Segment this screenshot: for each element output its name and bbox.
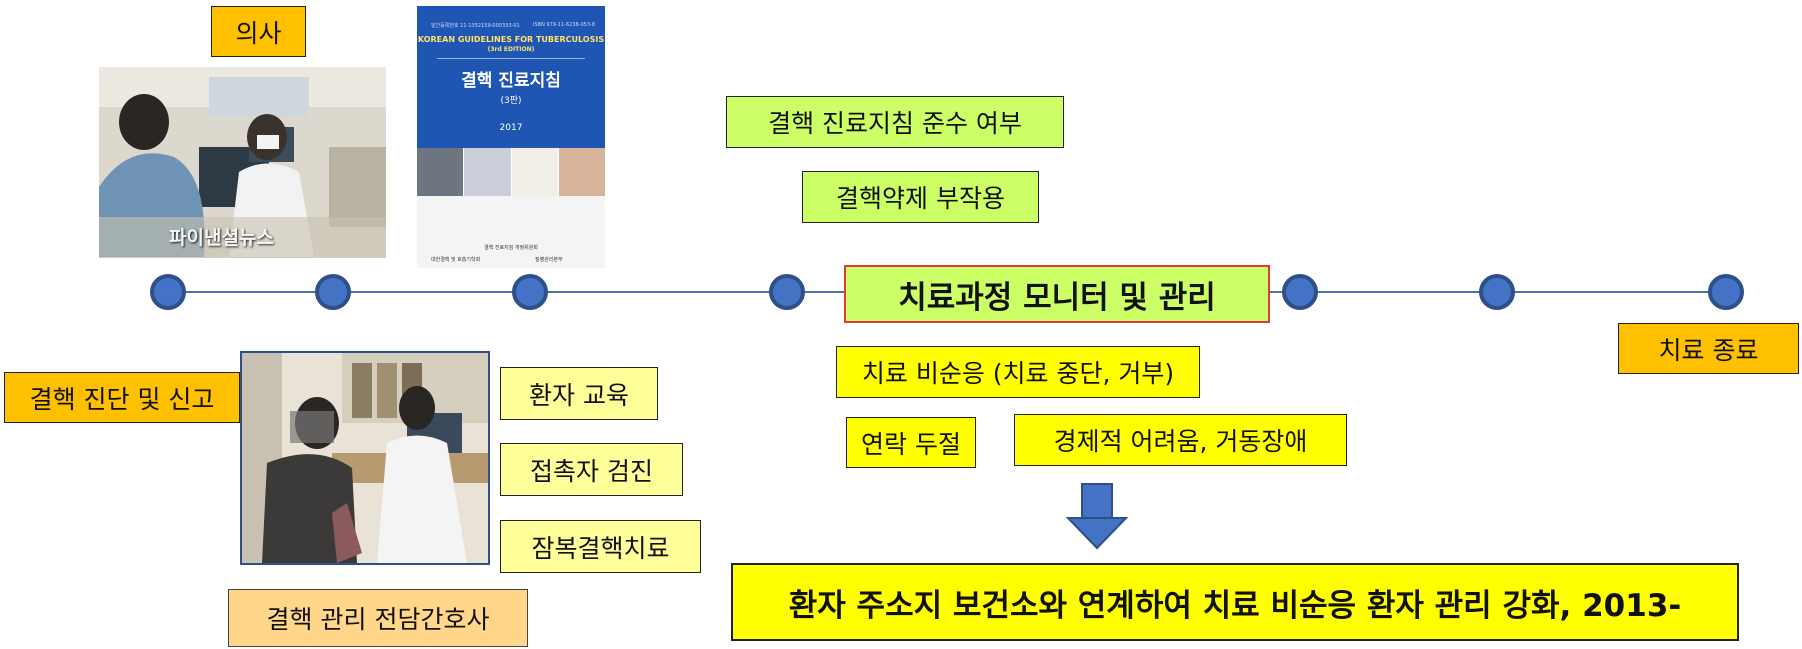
strengthened-management-label: 환자 주소지 보건소와 연계하여 치료 비순응 환자 관리 강화, 2013- (731, 563, 1739, 641)
book-series-code: 발간등록번호 11-1352159-000333-01 (431, 23, 520, 29)
photo-caption: 파이낸셜뉴스 (169, 227, 274, 249)
doctor-photo: 파이낸셜뉴스 (99, 67, 386, 258)
timeline-node-4 (769, 274, 805, 310)
treatment-end-label: 치료 종료 (1618, 323, 1799, 374)
drug-side-effects-label: 결핵약제 부작용 (802, 171, 1039, 223)
tb-diagnosis-report-label: 결핵 진단 및 신고 (4, 372, 240, 423)
book-org2: 질병관리본부 (535, 257, 563, 263)
doctor-label: 의사 (211, 6, 306, 57)
nurse-photo (240, 351, 490, 565)
timeline-node-1 (150, 274, 186, 310)
book-title-en: KOREAN GUIDELINES FOR TUBERCULOSIS (417, 35, 605, 44)
latent-tb-treatment-label: 잠복결핵치료 (500, 520, 701, 573)
lost-contact-label: 연락 두절 (846, 417, 976, 468)
nonadherence-label: 치료 비순응 (치료 중단, 거부) (836, 346, 1200, 398)
contact-screening-label: 접촉자 검진 (500, 443, 683, 496)
guideline-book-cover: 발간등록번호 11-1352159-000333-01 ISBN 979-11-… (417, 6, 605, 268)
timeline-nodes (150, 274, 1744, 310)
timeline-node-6 (1479, 274, 1515, 310)
economic-mobility-label: 경제적 어려움, 거동장애 (1014, 414, 1347, 466)
book-publisher: 결핵 진료지침 개정위원회 (484, 245, 538, 251)
timeline-node-2 (315, 274, 351, 310)
book-org1: 대한결핵 및 호흡기학회 (431, 257, 481, 263)
book-edition-ko: (3판) (500, 96, 522, 106)
timeline-node-5 (1282, 274, 1318, 310)
book-title-ko: 결핵 진료지침 (461, 71, 561, 91)
book-isbn: ISBN 979-11-6238-053-8 (533, 22, 595, 28)
book-images (417, 148, 605, 196)
down-arrow-icon (1065, 483, 1129, 550)
guideline-compliance-label: 결핵 진료지침 준수 여부 (726, 96, 1064, 148)
book-year: 2017 (499, 123, 523, 133)
book-edition-en: (3rd EDITION) (487, 46, 535, 53)
timeline-node-7 (1708, 274, 1744, 310)
patient-education-label: 환자 교육 (500, 367, 658, 420)
treatment-monitoring-label: 치료과정 모니터 및 관리 (844, 265, 1270, 323)
timeline-node-3 (512, 274, 548, 310)
tb-nurse-label: 결핵 관리 전담간호사 (228, 589, 528, 647)
